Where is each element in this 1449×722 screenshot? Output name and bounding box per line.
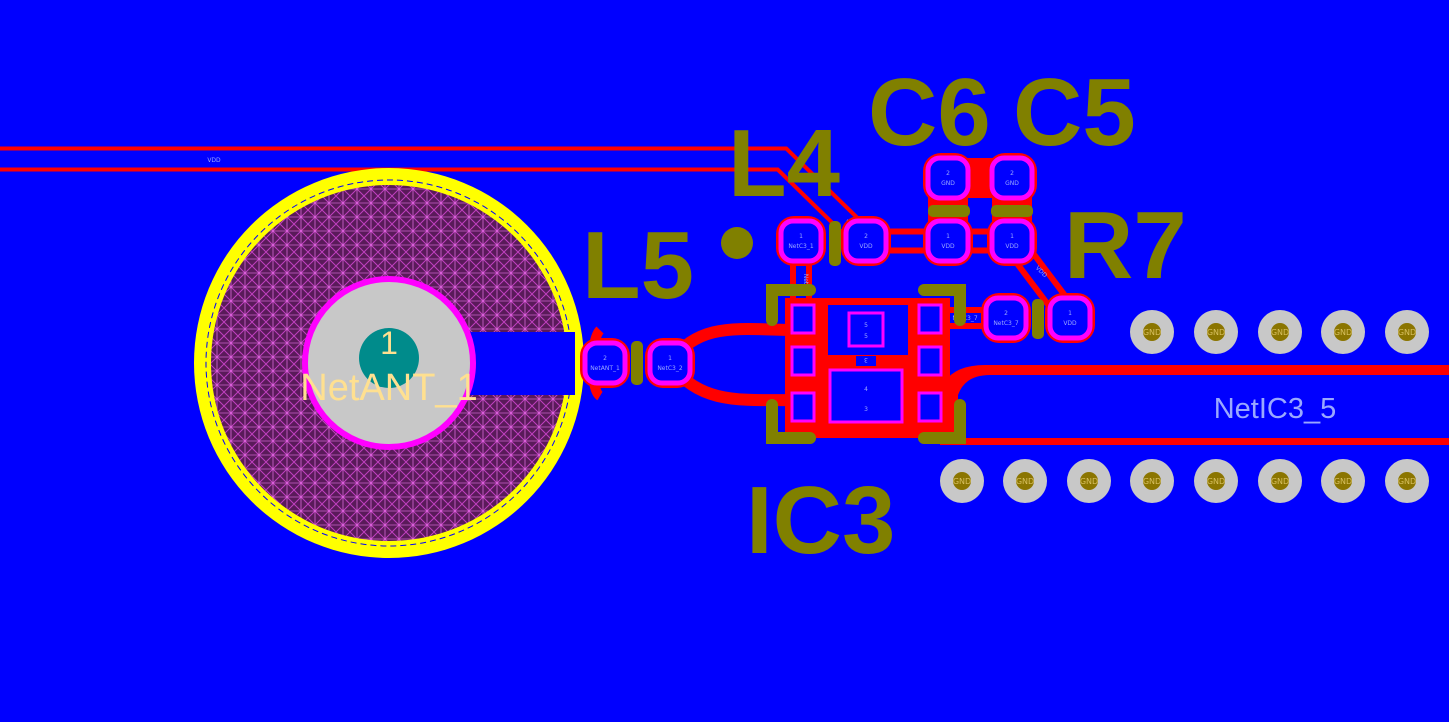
via-net-label: GND [1207, 477, 1225, 486]
pad-number: 1 [946, 233, 950, 240]
gnd-via: GND [1385, 459, 1429, 503]
gnd-vias: GNDGNDGNDGNDGNDGNDGNDGNDGNDGNDGNDGNDGNDG… [940, 310, 1429, 503]
pad-number: 2 [603, 355, 607, 362]
via-net-label: GND [1143, 477, 1161, 486]
pad-net: VDD [1005, 243, 1019, 250]
gnd-via: GND [1194, 310, 1238, 354]
pad-number: 2 [864, 233, 868, 240]
via-net-label: GND [1398, 477, 1416, 486]
pad-number: 1 [1068, 310, 1072, 317]
via-net-label: GND [1334, 477, 1352, 486]
designator-r7: R7 [1064, 192, 1187, 299]
ic3-footprint[interactable]: 5 5 3 4 3 [766, 284, 966, 444]
pad-number: 4 [864, 386, 868, 393]
via-net-label: GND [1334, 328, 1352, 337]
gnd-via: GND [1130, 459, 1174, 503]
silkscreen-bars [631, 205, 1044, 385]
gnd-via: GND [940, 459, 984, 503]
gnd-via: GND [1258, 459, 1302, 503]
pad-number: 2 [1004, 310, 1008, 317]
via-net-label: GND [1271, 477, 1289, 486]
via-net-label: GND [1016, 477, 1034, 486]
antenna-pad[interactable]: 1 NetANT_1 [194, 168, 584, 558]
drill-hole [359, 328, 419, 388]
pad-number: 2 [1010, 170, 1014, 177]
pad-number: 5 [864, 322, 868, 329]
designator-c6: C6 [868, 59, 991, 166]
designator-l4: L4 [728, 110, 840, 217]
net-label: NetIC [802, 274, 809, 291]
gnd-via: GND [1194, 459, 1238, 503]
pad-net: NetANT_1 [590, 365, 620, 372]
pad-net: GND [1005, 180, 1019, 187]
gnd-via: GND [1321, 310, 1365, 354]
pad-net: VDD [1063, 320, 1077, 327]
via-net-label: GND [1271, 328, 1289, 337]
via-net-label: GND [953, 477, 971, 486]
via-net-label: GND [1207, 328, 1225, 337]
component-pads[interactable]: 1NetC3_12VDD2GND1VDD2GND1VDD2NetC3_71VDD… [580, 153, 1095, 388]
pad-number: 1 [799, 233, 803, 240]
gnd-via: GND [1258, 310, 1302, 354]
pad-number: 1 [1010, 233, 1014, 240]
gnd-via: GND [1321, 459, 1365, 503]
designator-l5: L5 [582, 212, 694, 319]
pad-net: VDD [941, 243, 955, 250]
pad-net: GND [941, 180, 955, 187]
gnd-via: GND [1067, 459, 1111, 503]
pin1-marker-dot [721, 227, 753, 259]
antenna-net-label: NetANT_1 [300, 367, 477, 409]
netic3-5-label: NetIC3_5 [1214, 393, 1337, 425]
pad-net: VDD [859, 243, 873, 250]
gnd-via: GND [1130, 310, 1174, 354]
vdd-net-label: VDD [207, 157, 221, 164]
pad-net: 3 [864, 406, 868, 413]
pad-net: NetC3_2 [657, 365, 683, 372]
antenna-pad-number: 1 [380, 325, 398, 361]
pad-number: 2 [946, 170, 950, 177]
gnd-via: GND [1385, 310, 1429, 354]
via-net-label: GND [1143, 328, 1161, 337]
pad-number: 3 [864, 356, 868, 363]
via-net-label: GND [1398, 328, 1416, 337]
pad-number: 1 [668, 355, 672, 362]
pad-net: NetC3_1 [788, 243, 814, 250]
pad-net: NetC3_7 [993, 320, 1019, 327]
gnd-via: GND [1003, 459, 1047, 503]
designator-ic3: IC3 [746, 467, 895, 574]
via-net-label: GND [1080, 477, 1098, 486]
pad-net: 5 [864, 333, 868, 340]
designator-c5: C5 [1013, 59, 1136, 166]
